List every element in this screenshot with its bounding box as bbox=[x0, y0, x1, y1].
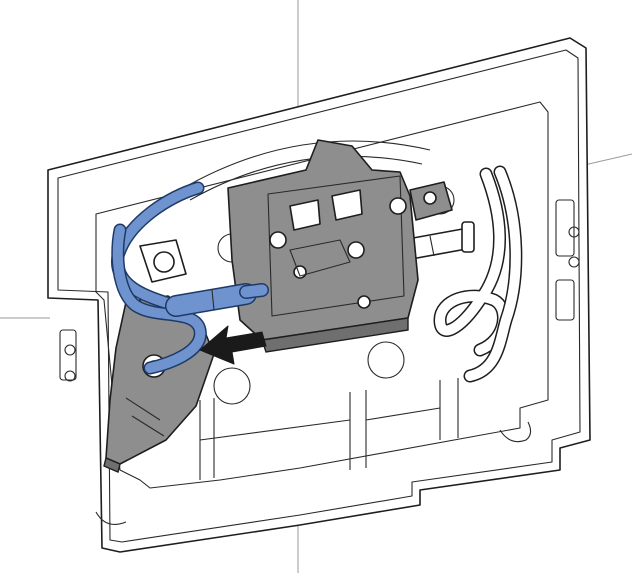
blue-cable bbox=[111, 181, 269, 375]
pneumatic-hoses bbox=[401, 165, 523, 383]
control-module bbox=[227, 139, 453, 353]
arrow-left-icon bbox=[199, 325, 267, 365]
